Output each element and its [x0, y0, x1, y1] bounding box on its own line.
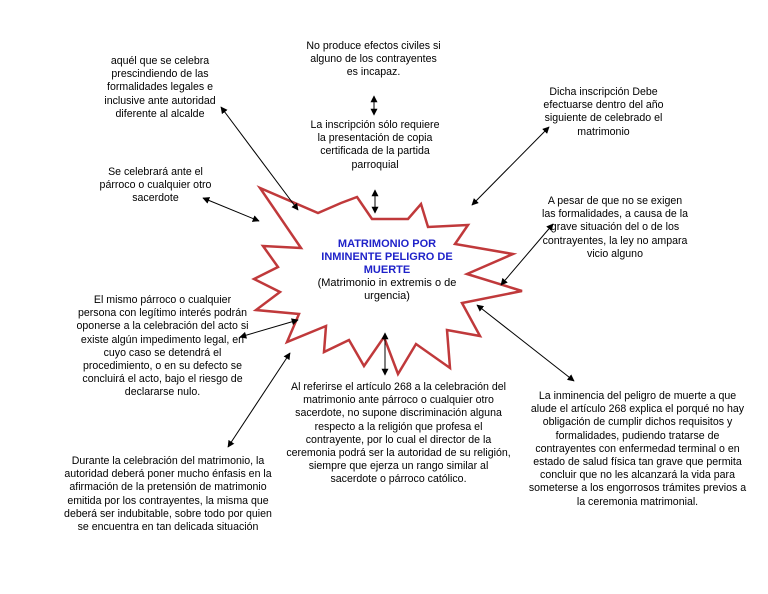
node-dicha-inscripcion: Dicha inscripción Debe efectuarse dentro…: [543, 86, 664, 138]
node-inminencia: La inminencia del peligro de muerte a qu…: [528, 390, 747, 508]
node-a-pesar: A pesar de que no se exigen las formalid…: [541, 195, 689, 260]
central-title: MATRIMONIO POR INMINENTE PELIGRO DE MUER…: [321, 238, 453, 276]
arrow-se-celebrara: [202, 197, 260, 222]
node-aquel-que: aquél que se celebra prescindiendo de la…: [104, 55, 216, 120]
node-inscripcion-solo: La inscripción sólo requiere la presenta…: [310, 119, 440, 171]
arrow-durante: [227, 352, 291, 448]
arrow-dicha: [471, 126, 550, 206]
arrow-aquel: [220, 106, 299, 211]
node-articulo-268: Al referirse el artículo 268 a la celebr…: [286, 381, 511, 486]
arrow-mismo-parroco: [239, 318, 299, 339]
arrow-a-pesar: [500, 223, 554, 286]
central-topic: MATRIMONIO POR INMINENTE PELIGRO DE MUER…: [312, 238, 462, 303]
node-mismo-parroco: El mismo párroco o cualquier persona con…: [76, 294, 249, 399]
arrow-inminencia: [476, 304, 575, 382]
node-se-celebrara: Se celebrará ante el párroco o cualquier…: [99, 166, 212, 205]
central-subtitle: (Matrimonio in extremis o de urgencia): [317, 277, 457, 302]
node-no-produce: No produce efectos civiles si alguno de …: [306, 40, 441, 79]
node-durante: Durante la celebración del matrimonio, l…: [64, 455, 272, 534]
